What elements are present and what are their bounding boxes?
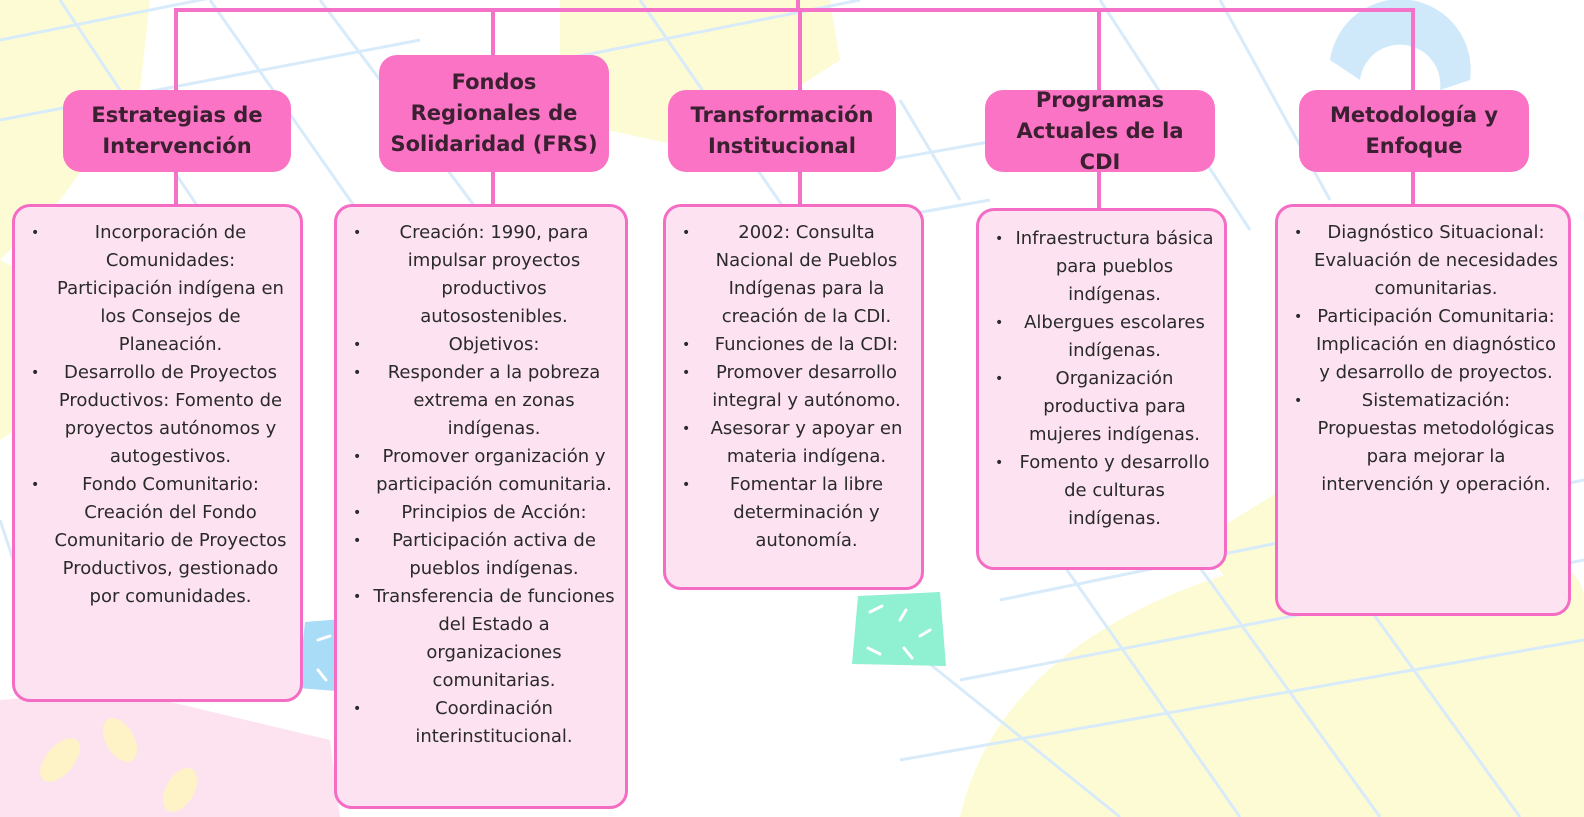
header-transformacion-institucional: Transformación Institucional (668, 90, 896, 172)
item-list: Infraestructura básica para pueblos indí… (979, 225, 1224, 533)
header-title: Programas Actuales de la CDI (1016, 87, 1184, 174)
list-item: Fondo Comunitario: Creación del Fondo Co… (15, 471, 290, 611)
connector-col-3-top (798, 8, 802, 93)
list-item: Participación activa de pueblos indígena… (337, 527, 615, 583)
header-estrategias-de-intervencion: Estrategias de Intervención (63, 90, 291, 172)
box-metodologia-y-enfoque: Diagnóstico Situacional: Evaluación de n… (1275, 204, 1571, 616)
header-metodologia-y-enfoque: Metodología y Enfoque (1299, 90, 1529, 172)
list-item: Infraestructura básica para pueblos indí… (979, 225, 1214, 309)
list-item: Organización productiva para mujeres ind… (979, 365, 1214, 449)
header-fondos-regionales: Fondos Regionales de Solidaridad (FRS) (379, 55, 609, 172)
header-title: Estrategias de Intervención (91, 103, 263, 158)
list-item: Coordinación interinstitucional. (337, 695, 615, 751)
list-item: Incorporación de Comunidades: Participac… (15, 219, 290, 359)
connector-col-1-top (174, 8, 178, 93)
connector-col-4-top (1097, 8, 1101, 93)
list-item: Asesorar y apoyar en materia indígena. (666, 415, 911, 471)
list-item: Fomento y desarrollo de culturas indígen… (979, 449, 1214, 533)
header-title: Fondos Regionales de Solidaridad (FRS) (390, 70, 598, 156)
box-transformacion-institucional: 2002: Consulta Nacional de Pueblos Indíg… (663, 204, 924, 590)
list-item: Funciones de la CDI: (666, 331, 911, 359)
connector-col-5-bottom (1411, 170, 1415, 206)
connector-col-4-bottom (1097, 170, 1101, 210)
list-item: 2002: Consulta Nacional de Pueblos Indíg… (666, 219, 911, 331)
box-estrategias-de-intervencion: Incorporación de Comunidades: Participac… (12, 204, 303, 702)
list-item: Fomentar la libre determinación y autono… (666, 471, 911, 555)
connector-root-stub (796, 0, 800, 10)
connector-col-2-bottom (491, 170, 495, 206)
item-list: Creación: 1990, para impulsar proyectos … (337, 219, 625, 751)
list-item: Albergues escolares indígenas. (979, 309, 1214, 365)
box-fondos-regionales: Creación: 1990, para impulsar proyectos … (334, 204, 628, 809)
list-item: Promover desarrollo integral y autónomo. (666, 359, 911, 415)
list-item: Desarrollo de Proyectos Productivos: Fom… (15, 359, 290, 471)
item-list: Incorporación de Comunidades: Participac… (15, 219, 300, 611)
connector-col-3-bottom (798, 170, 802, 206)
header-title: Transformación Institucional (690, 103, 874, 158)
list-item: Sistematización: Propuestas metodológica… (1278, 387, 1558, 499)
list-item: Participación Comunitaria: Implicación e… (1278, 303, 1558, 387)
connector-col-5-top (1411, 8, 1415, 93)
connector-col-1-bottom (174, 170, 178, 206)
list-item: Creación: 1990, para impulsar proyectos … (337, 219, 615, 331)
list-item: Objetivos: (337, 331, 615, 359)
list-item: Principios de Acción: (337, 499, 615, 527)
item-list: 2002: Consulta Nacional de Pueblos Indíg… (666, 219, 921, 555)
list-item: Transferencia de funciones del Estado a … (337, 583, 615, 695)
connector-col-2-top (491, 8, 495, 58)
list-item: Responder a la pobreza extrema en zonas … (337, 359, 615, 443)
header-programas-actuales: Programas Actuales de la CDI (985, 88, 1215, 174)
connector-top-bar (176, 8, 1414, 12)
list-item: Diagnóstico Situacional: Evaluación de n… (1278, 219, 1558, 303)
box-programas-actuales: Infraestructura básica para pueblos indí… (976, 208, 1227, 570)
item-list: Diagnóstico Situacional: Evaluación de n… (1278, 219, 1568, 499)
list-item: Promover organización y participación co… (337, 443, 615, 499)
header-title: Metodología y Enfoque (1329, 103, 1499, 158)
